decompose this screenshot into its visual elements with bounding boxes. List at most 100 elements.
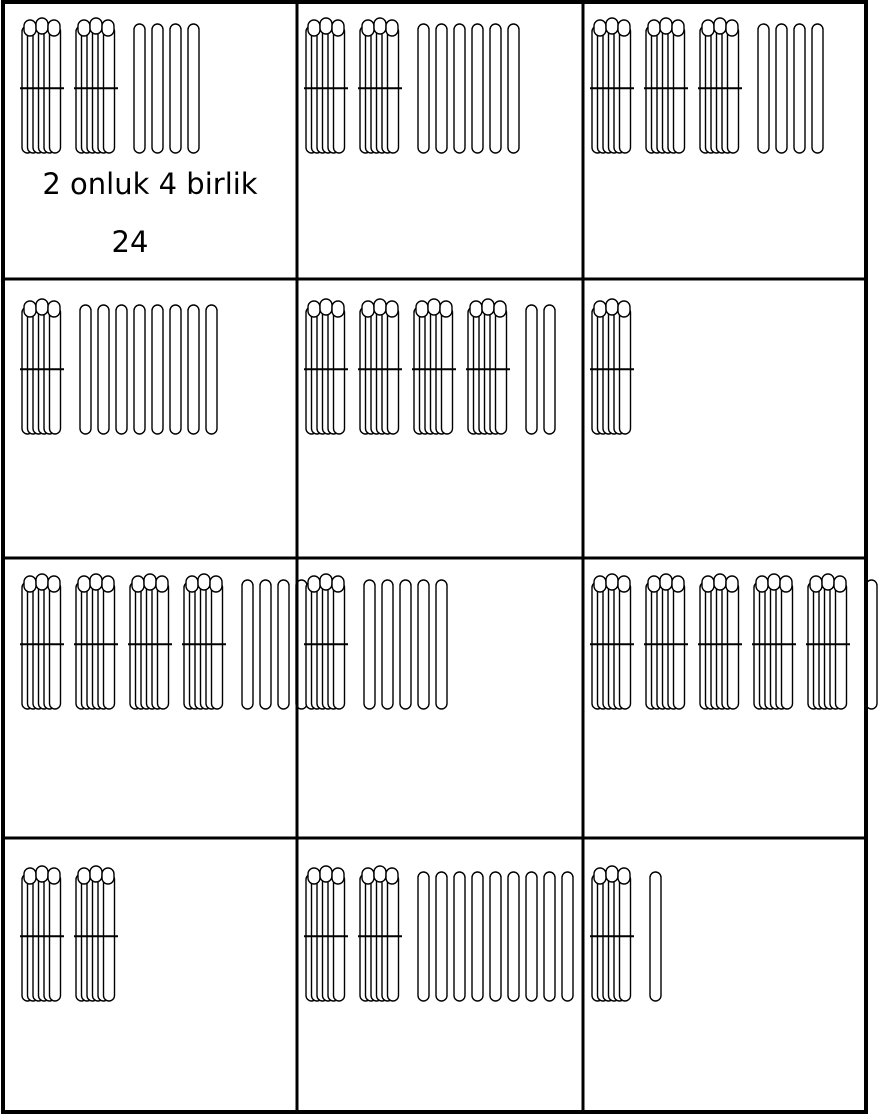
tens-bundle-icon <box>304 866 348 1001</box>
bundle-top <box>756 576 768 592</box>
bundle-top <box>308 868 320 884</box>
one-stick-icon <box>418 580 429 709</box>
tens-bundle-icon <box>128 574 172 709</box>
bundle-top <box>494 301 506 317</box>
one-stick-icon <box>490 24 501 153</box>
one-stick-icon <box>794 24 805 153</box>
bundle-top <box>428 299 440 315</box>
bundle-top <box>386 301 398 317</box>
worksheet-cell <box>20 574 307 709</box>
one-stick-icon <box>490 872 501 1001</box>
tens-bundle-icon <box>358 299 402 434</box>
bundle-top <box>144 574 156 590</box>
bundle-stick <box>728 582 739 709</box>
one-stick-icon <box>454 872 465 1001</box>
bundle-top <box>210 576 222 592</box>
bundle-stick <box>334 874 345 1001</box>
one-stick-icon <box>650 872 661 1001</box>
bundle-top <box>36 18 48 34</box>
one-stick-icon <box>758 24 769 153</box>
bundle-stick <box>50 582 61 709</box>
tens-bundle-icon <box>590 574 634 709</box>
one-stick-icon <box>436 580 447 709</box>
one-stick-icon <box>436 24 447 153</box>
tens-bundle-icon <box>752 574 796 709</box>
one-stick-icon <box>98 305 109 434</box>
bundle-top <box>102 20 114 36</box>
bundle-top <box>320 574 332 590</box>
bundle-top <box>362 301 374 317</box>
tens-bundle-icon <box>412 299 456 434</box>
bundle-top <box>386 20 398 36</box>
one-stick-icon <box>562 872 573 1001</box>
tens-bundle-icon <box>20 866 64 1001</box>
bundle-top <box>78 576 90 592</box>
one-stick-icon <box>152 305 163 434</box>
tens-bundle-icon <box>698 574 742 709</box>
tens-bundle-icon <box>466 299 510 434</box>
bundle-top <box>362 20 374 36</box>
one-stick-icon <box>278 580 289 709</box>
tens-bundle-icon <box>304 299 348 434</box>
one-stick-icon <box>134 305 145 434</box>
bundle-top <box>702 576 714 592</box>
bundle-top <box>780 576 792 592</box>
tens-bundle-icon <box>74 866 118 1001</box>
tens-bundle-icon <box>74 18 118 153</box>
bundle-stick <box>496 307 507 434</box>
one-stick-icon <box>418 24 429 153</box>
bundle-top <box>702 20 714 36</box>
bundle-stick <box>388 307 399 434</box>
bundle-top <box>90 866 102 882</box>
tens-bundle-icon <box>20 18 64 153</box>
one-stick-icon <box>544 305 555 434</box>
tens-bundle-icon <box>304 18 348 153</box>
bundle-top <box>660 18 672 34</box>
bundle-stick <box>50 307 61 434</box>
bundle-top <box>78 20 90 36</box>
bundle-top <box>36 574 48 590</box>
tens-bundle-icon <box>20 299 64 434</box>
one-stick-icon <box>152 24 163 153</box>
one-stick-icon <box>544 872 555 1001</box>
one-stick-icon <box>472 24 483 153</box>
one-stick-icon <box>418 872 429 1001</box>
bundle-stick <box>836 582 847 709</box>
tens-bundle-icon <box>20 574 64 709</box>
one-stick-icon <box>526 872 537 1001</box>
bundle-top <box>768 574 780 590</box>
sticks-layer <box>20 18 877 1001</box>
bundle-top <box>618 301 630 317</box>
bundle-top <box>320 18 332 34</box>
one-stick-icon <box>382 580 393 709</box>
one-stick-icon <box>526 305 537 434</box>
bundle-top <box>606 18 618 34</box>
tens-bundle-icon <box>644 574 688 709</box>
bundle-top <box>594 576 606 592</box>
bundle-top <box>332 301 344 317</box>
one-stick-icon <box>188 24 199 153</box>
worksheet-cell <box>304 18 519 153</box>
worksheet-cell <box>20 299 217 434</box>
bundle-top <box>834 576 846 592</box>
bundle-stick <box>212 582 223 709</box>
bundle-top <box>24 868 36 884</box>
bundle-top <box>186 576 198 592</box>
bundle-stick <box>728 26 739 153</box>
bundle-top <box>308 576 320 592</box>
bundle-top <box>320 299 332 315</box>
bundle-top <box>714 574 726 590</box>
bundle-top <box>24 20 36 36</box>
bundle-top <box>618 20 630 36</box>
bundle-top <box>822 574 834 590</box>
bundle-top <box>386 868 398 884</box>
bundle-top <box>308 20 320 36</box>
bundle-top <box>102 868 114 884</box>
bundle-stick <box>104 582 115 709</box>
bundle-top <box>726 576 738 592</box>
one-stick-icon <box>260 580 271 709</box>
bundle-top <box>78 868 90 884</box>
bundle-stick <box>620 26 631 153</box>
example-answer-number: 24 <box>20 228 240 257</box>
bundle-top <box>332 20 344 36</box>
